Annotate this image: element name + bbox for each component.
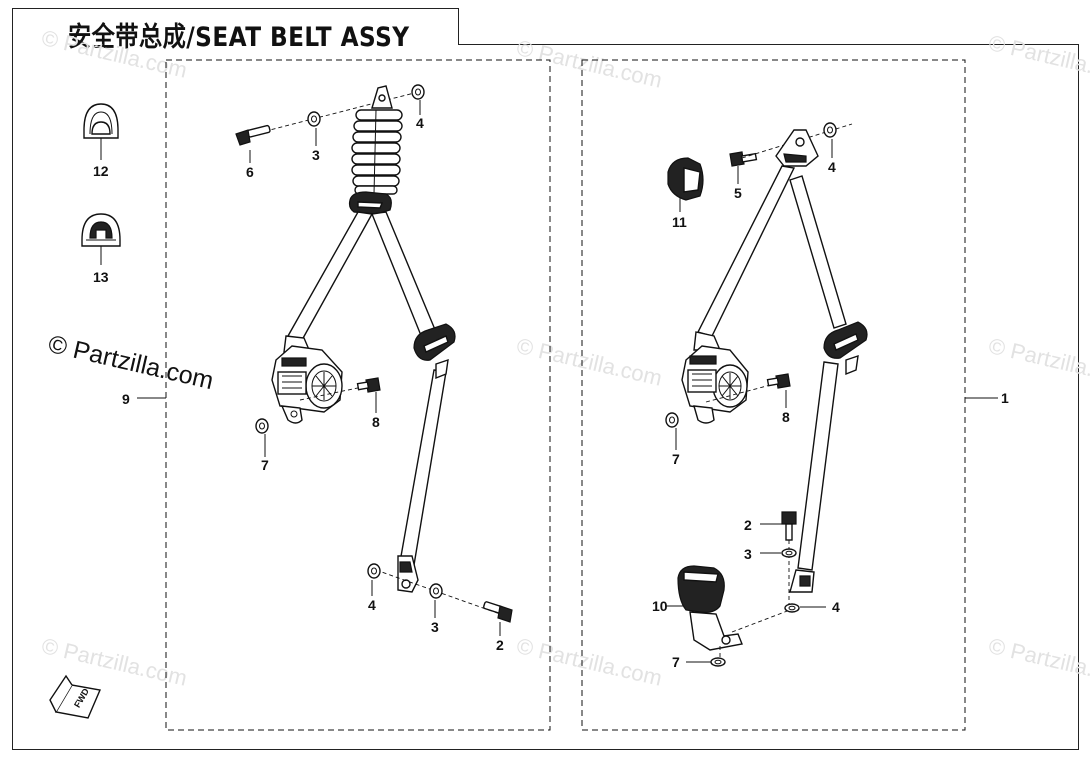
retractor-right-icon: [681, 331, 749, 424]
callout-4-right-bottom: 4: [832, 599, 840, 615]
callout-4-bottom: 4: [368, 597, 376, 613]
tongue-plate-left-icon: [413, 323, 456, 380]
cover-12-icon: [83, 103, 119, 139]
callout-2-right: 2: [744, 517, 752, 533]
bolt-5-icon: [729, 151, 758, 167]
callout-3-top: 3: [312, 147, 320, 163]
callout-4-top: 4: [416, 115, 424, 131]
callout-3-right: 3: [744, 546, 752, 562]
callout-7: 7: [261, 457, 269, 473]
callout-3-bottom: 3: [431, 619, 439, 635]
left-assembly-box: [165, 59, 551, 731]
callout-4-right-top: 4: [828, 159, 836, 175]
lower-anchor-left-icon: [397, 555, 419, 593]
callout-9: 9: [122, 391, 130, 407]
diagram-frame: [12, 44, 1079, 750]
bolt-8-right-icon: [766, 373, 791, 389]
washer-4-right-bottom-icon: [784, 603, 800, 613]
washer-7-right-bottom-icon: [710, 657, 726, 667]
retractor-left-icon: [271, 335, 343, 424]
bolt-2-icon: [483, 601, 513, 623]
lower-anchor-right-icon: [789, 569, 815, 593]
callout-8: 8: [372, 414, 380, 430]
upper-anchor-right-icon: [775, 129, 819, 167]
title-box: 安全带总成/SEAT BELT ASSY: [12, 8, 459, 53]
washer-7-right-icon: [665, 412, 679, 428]
bolt-2-right-icon: [781, 511, 797, 541]
callout-7-right-bottom: 7: [672, 654, 680, 670]
washer-4-icon: [411, 84, 425, 100]
callout-2: 2: [496, 637, 504, 653]
fwd-arrow-icon: FWD: [49, 674, 101, 719]
tongue-plate-right-icon: [823, 321, 868, 376]
cover-13-icon: [81, 213, 121, 247]
belt-webbing-right: [696, 165, 847, 571]
right-assembly-box: [581, 59, 966, 731]
washer-7-icon: [255, 418, 269, 434]
callout-5: 5: [734, 185, 742, 201]
callout-8-right: 8: [782, 409, 790, 425]
washer-3-bottom-icon: [429, 583, 443, 599]
callout-12: 12: [93, 163, 109, 179]
callout-1: 1: [1001, 390, 1009, 406]
callout-13: 13: [93, 269, 109, 285]
bolt-6-icon: [235, 124, 271, 146]
page-title: 安全带总成/SEAT BELT ASSY: [68, 22, 410, 53]
callout-11: 11: [672, 214, 687, 230]
washer-4-right-top-icon: [823, 122, 837, 138]
callout-6: 6: [246, 164, 254, 180]
callout-7-right: 7: [672, 451, 680, 467]
washer-3-right-icon: [781, 548, 797, 558]
cover-11-icon: [667, 157, 704, 201]
upper-anchor-bellows-icon: [348, 85, 403, 215]
washer-4-bottom-icon: [367, 563, 381, 579]
bolt-8-icon: [356, 377, 381, 393]
callout-10: 10: [652, 598, 668, 614]
washer-3-icon: [307, 111, 321, 127]
buckle-10-icon: [677, 565, 743, 651]
belt-webbing-left: [286, 211, 447, 566]
